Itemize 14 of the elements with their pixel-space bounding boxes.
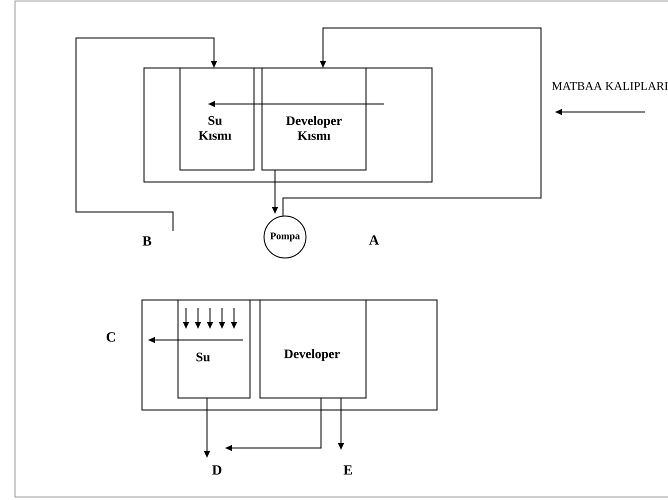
outlet-letter: A — [369, 235, 379, 245]
outlet-letter: C — [106, 332, 115, 342]
pipe-arrow — [282, 28, 542, 216]
compartment-box: Developer Kısmı — [262, 68, 366, 170]
outlet-letter: E — [344, 465, 352, 475]
tank-box — [142, 300, 438, 410]
compartment-box: Su — [178, 300, 250, 398]
compartment-box: Developer — [260, 300, 366, 398]
outlet-letter: B — [142, 236, 152, 246]
input-label: MATBAA KALIPLARI — [552, 82, 668, 90]
pipe-arrow — [76, 38, 218, 232]
compartment-box: Su Kısmı — [180, 68, 254, 170]
tank-box — [144, 68, 432, 182]
outlet-letter: D — [212, 465, 222, 475]
